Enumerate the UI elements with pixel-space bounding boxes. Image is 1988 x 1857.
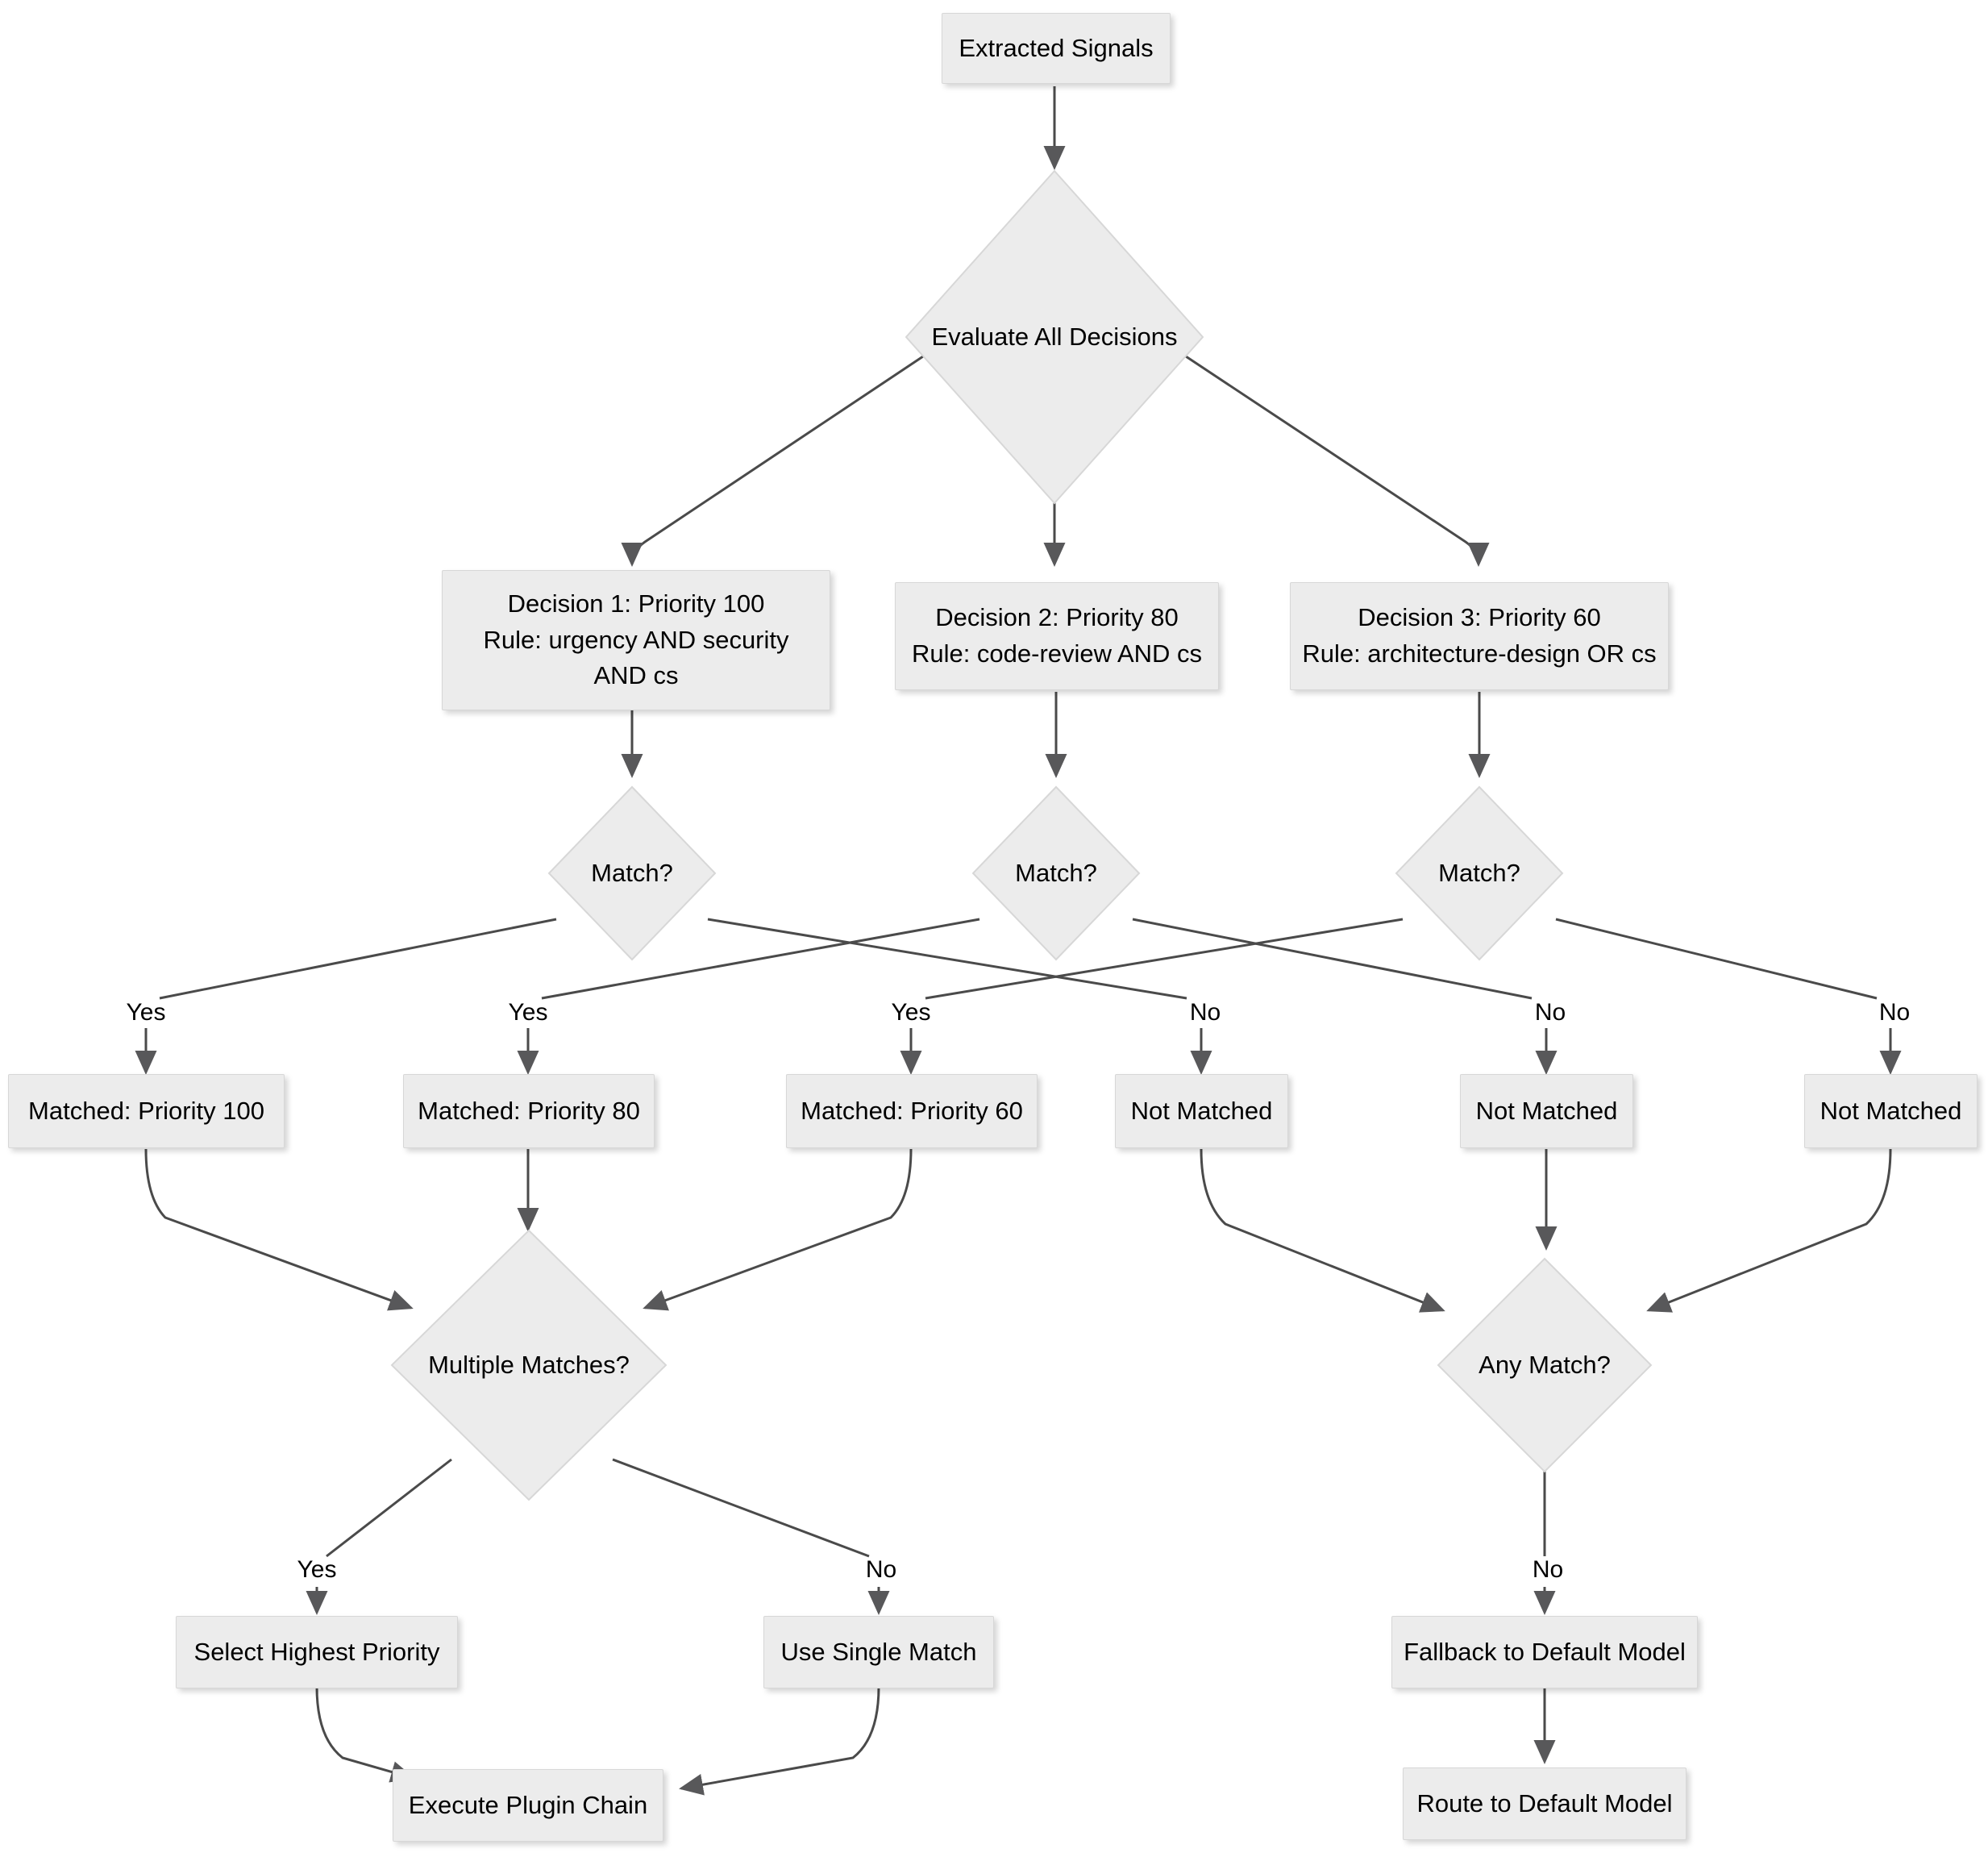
node-execute-plugin-chain[interactable]: Execute Plugin Chain <box>393 1769 663 1842</box>
diamond-shape <box>1395 785 1564 961</box>
edge-label-yes-2: Yes <box>508 999 548 1026</box>
node-match-3-label: Match? <box>1438 858 1520 887</box>
node-matched-priority-80[interactable]: Matched: Priority 80 <box>403 1074 655 1148</box>
diamond-shape <box>547 785 717 961</box>
edge-evaluate-to-decision3 <box>1183 353 1490 567</box>
node-multiple-matches[interactable]: Multiple Matches? <box>389 1227 669 1503</box>
node-extracted-signals[interactable]: Extracted Signals <box>942 13 1171 84</box>
edge-label-no-1: No <box>1189 999 1221 1026</box>
node-match-1[interactable]: Match? <box>547 785 717 962</box>
edge-matched60-to-multiple <box>643 1148 913 1311</box>
node-any-match-label: Any Match? <box>1479 1350 1611 1379</box>
node-any-match[interactable]: Any Match? <box>1435 1255 1654 1475</box>
node-decision-3-label: Decision 3: Priority 60 Rule: architectu… <box>1302 603 1657 668</box>
node-match-2[interactable]: Match? <box>971 785 1142 962</box>
edge-evaluate-to-decision1 <box>621 353 926 567</box>
node-use-single-match[interactable]: Use Single Match <box>763 1616 994 1688</box>
edge-label-no-2: No <box>1534 999 1566 1026</box>
node-route-to-default-model[interactable]: Route to Default Model <box>1403 1767 1686 1840</box>
node-matched-priority-80-label: Matched: Priority 80 <box>418 1096 640 1125</box>
edge-notmatched3-to-anymatch <box>1646 1148 1892 1313</box>
edge-label-multiple-yes: Yes <box>297 1556 337 1583</box>
node-multiple-matches-label: Multiple Matches? <box>428 1350 630 1379</box>
diamond-shape <box>971 785 1141 961</box>
node-match-2-label: Match? <box>1015 858 1097 887</box>
node-decision-2[interactable]: Decision 2: Priority 80 Rule: code-revie… <box>895 582 1219 690</box>
edge-label-any-match-no: No <box>1532 1556 1564 1583</box>
node-match-3[interactable]: Match? <box>1394 785 1565 962</box>
node-decision-1-label: Decision 1: Priority 100 Rule: urgency A… <box>483 589 789 690</box>
node-extracted-signals-label: Extracted Signals <box>959 33 1154 62</box>
edge-matched100-to-multiple <box>144 1148 414 1311</box>
diamond-shape <box>1437 1257 1653 1473</box>
node-matched-priority-60-label: Matched: Priority 60 <box>801 1096 1023 1125</box>
node-not-matched-2[interactable]: Not Matched <box>1460 1074 1633 1148</box>
node-route-to-default-model-label: Route to Default Model <box>1416 1788 1673 1817</box>
node-fallback-to-default-model-label: Fallback to Default Model <box>1404 1637 1686 1666</box>
node-decision-2-label: Decision 2: Priority 80 Rule: code-revie… <box>911 603 1203 668</box>
node-execute-plugin-chain-label: Execute Plugin Chain <box>408 1790 648 1819</box>
edge-usesingle-to-execute <box>679 1686 880 1796</box>
edge-select-to-execute <box>315 1686 415 1783</box>
edge-match1-yes <box>159 918 557 1000</box>
node-matched-priority-60[interactable]: Matched: Priority 60 <box>786 1074 1038 1148</box>
node-not-matched-3-label: Not Matched <box>1820 1096 1962 1125</box>
node-select-highest-priority[interactable]: Select Highest Priority <box>176 1616 458 1688</box>
node-evaluate-all-decisions-label: Evaluate All Decisions <box>931 322 1178 351</box>
edge-label-yes-3: Yes <box>891 999 931 1026</box>
node-match-1-label: Match? <box>591 858 673 887</box>
node-not-matched-1-label: Not Matched <box>1130 1096 1273 1125</box>
diamond-shape <box>390 1229 668 1501</box>
edge-match3-no <box>1555 918 1878 1000</box>
node-not-matched-2-label: Not Matched <box>1475 1096 1618 1125</box>
diamond-shape <box>905 169 1204 505</box>
node-fallback-to-default-model[interactable]: Fallback to Default Model <box>1391 1616 1698 1688</box>
edge-label-yes-1: Yes <box>126 999 166 1026</box>
node-matched-priority-100[interactable]: Matched: Priority 100 <box>8 1074 285 1148</box>
edge-label-multiple-no: No <box>865 1556 897 1583</box>
node-matched-priority-100-label: Matched: Priority 100 <box>28 1096 264 1125</box>
node-select-highest-priority-label: Select Highest Priority <box>193 1637 440 1666</box>
node-use-single-match-label: Use Single Match <box>780 1637 977 1666</box>
node-not-matched-1[interactable]: Not Matched <box>1115 1074 1288 1148</box>
edge-label-no-3: No <box>1878 999 1911 1026</box>
node-not-matched-3[interactable]: Not Matched <box>1804 1074 1978 1148</box>
node-decision-1[interactable]: Decision 1: Priority 100 Rule: urgency A… <box>442 570 830 710</box>
edge-notmatched1-to-anymatch <box>1200 1148 1445 1313</box>
node-decision-3[interactable]: Decision 3: Priority 60 Rule: architectu… <box>1290 582 1669 690</box>
node-evaluate-all-decisions[interactable]: Evaluate All Decisions <box>903 168 1206 506</box>
